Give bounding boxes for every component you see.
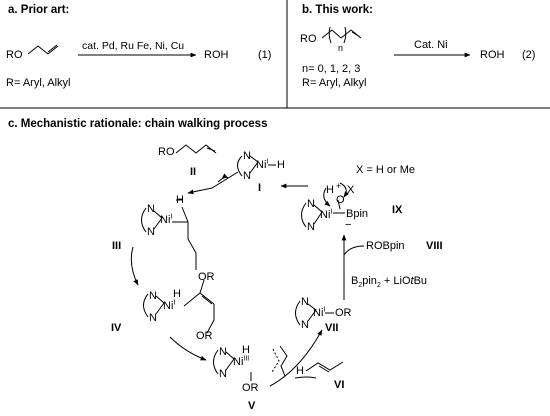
compound-III-ni: NiI bbox=[160, 213, 173, 226]
compound-IX-x: X bbox=[347, 184, 355, 196]
compound-I-ni: NiI bbox=[256, 158, 269, 171]
panel-c-title: c. Mechanistic rationale: chain walking … bbox=[8, 118, 268, 130]
panel-a-r-definition: R= Aryl, Alkyl bbox=[6, 77, 71, 89]
compound-I-ligand bbox=[237, 155, 276, 177]
panel-b-title: b. This work: bbox=[302, 4, 373, 16]
arrow-V-to-VII bbox=[269, 329, 323, 387]
compound-VII-skeleton bbox=[295, 300, 334, 326]
panel-b-r-definition: R= Aryl, Alkyl bbox=[302, 77, 367, 89]
compound-IV-n1: N bbox=[149, 290, 157, 302]
robpin: ROBpin bbox=[366, 240, 405, 252]
panel-a-title: a. Prior art: bbox=[8, 4, 70, 16]
compound-III-skeleton bbox=[141, 199, 197, 270]
arrow-VI-branch bbox=[294, 376, 317, 379]
label-I: I bbox=[258, 182, 262, 194]
compound-III-n2: N bbox=[147, 226, 155, 238]
label-V: V bbox=[248, 400, 256, 412]
compound-IV-n2: N bbox=[149, 312, 157, 324]
compound-IV-or: OR bbox=[196, 330, 213, 342]
label-II: II bbox=[190, 166, 197, 178]
arrow-VIII-branch bbox=[343, 245, 365, 256]
label-III: III bbox=[112, 240, 122, 252]
compound-V-h: H bbox=[242, 344, 250, 356]
compound-I-n2: N bbox=[243, 170, 251, 182]
arrow-I-to-III bbox=[187, 171, 239, 195]
compound-V-skeleton bbox=[213, 345, 288, 381]
compound-I-h: H bbox=[277, 159, 285, 171]
panel-a-equation-number: (1) bbox=[258, 49, 272, 61]
compound-IX-n1: N bbox=[307, 198, 315, 210]
compound-IX-minus: − bbox=[345, 219, 352, 231]
compound-II-ro: RO bbox=[158, 146, 175, 158]
compound-IV-h: H bbox=[173, 288, 181, 300]
alkenyl-ether-b bbox=[321, 26, 362, 44]
compound-VII-ni: NiI bbox=[313, 306, 326, 319]
compound-IV-skeleton bbox=[143, 279, 215, 334]
compound-IX-ni: NiI bbox=[320, 208, 333, 221]
compound-V-n1: N bbox=[219, 346, 227, 358]
panel-a-catalyst: cat. Pd, Ru Fe, Ni, Cu bbox=[82, 40, 185, 52]
panel-b-product: ROH bbox=[480, 49, 505, 61]
arrow-III-to-IV bbox=[130, 246, 139, 286]
compound-II-skeleton bbox=[175, 144, 217, 154]
compound-VII-n1: N bbox=[301, 296, 309, 308]
compound-IX-o: O bbox=[336, 194, 345, 206]
compound-IX-h: H bbox=[326, 184, 334, 196]
x-definition: X = H or Me bbox=[356, 164, 415, 176]
compound-V-n2: N bbox=[219, 368, 227, 380]
compound-IV-ni: NiI bbox=[163, 299, 176, 312]
cycle-arrows bbox=[130, 171, 365, 387]
compound-IX-skeleton bbox=[301, 182, 349, 228]
compound-III-h: H bbox=[176, 194, 184, 206]
label-IV: IV bbox=[111, 322, 122, 334]
panel-b-reactant: RO bbox=[300, 33, 317, 45]
arrow-IV-to-V bbox=[169, 336, 207, 361]
compound-IX-n2: N bbox=[307, 221, 315, 233]
panel-b-n-subscript: n bbox=[338, 43, 344, 53]
panel-b-catalyst: Cat. Ni bbox=[414, 39, 448, 51]
compound-IX-plus: + bbox=[336, 181, 342, 191]
compound-VII-or: OR bbox=[335, 307, 352, 319]
panel-borders bbox=[0, 0, 550, 109]
reagent-b2pin2-liotbu: B2pin2 + LiOtBu bbox=[351, 275, 428, 290]
panel-b-n-definition: n= 0, 1, 2, 3 bbox=[302, 63, 361, 75]
compound-I-n1: N bbox=[243, 150, 251, 162]
compound-V-ni: NiIII bbox=[233, 355, 250, 368]
compound-VI-skeleton bbox=[305, 361, 344, 373]
arrow-II-in bbox=[217, 173, 229, 183]
compound-IX-bpin: Bpin bbox=[346, 208, 369, 220]
panel-a-reactant: RO bbox=[6, 49, 23, 61]
label-VII: VII bbox=[325, 322, 339, 334]
panel-a-product: ROH bbox=[204, 49, 229, 61]
label-VI: VI bbox=[334, 379, 345, 391]
compound-III-or: OR bbox=[198, 271, 215, 283]
label-IX: IX bbox=[392, 204, 403, 216]
compound-VI-h: H bbox=[296, 365, 304, 377]
compound-III-n1: N bbox=[147, 203, 155, 215]
allyl-ether-a bbox=[27, 44, 59, 55]
label-VIII: VIII bbox=[426, 240, 443, 252]
panel-b-equation-number: (2) bbox=[522, 49, 536, 61]
compound-V-or: OR bbox=[242, 382, 259, 394]
compound-VII-n2: N bbox=[301, 319, 309, 331]
